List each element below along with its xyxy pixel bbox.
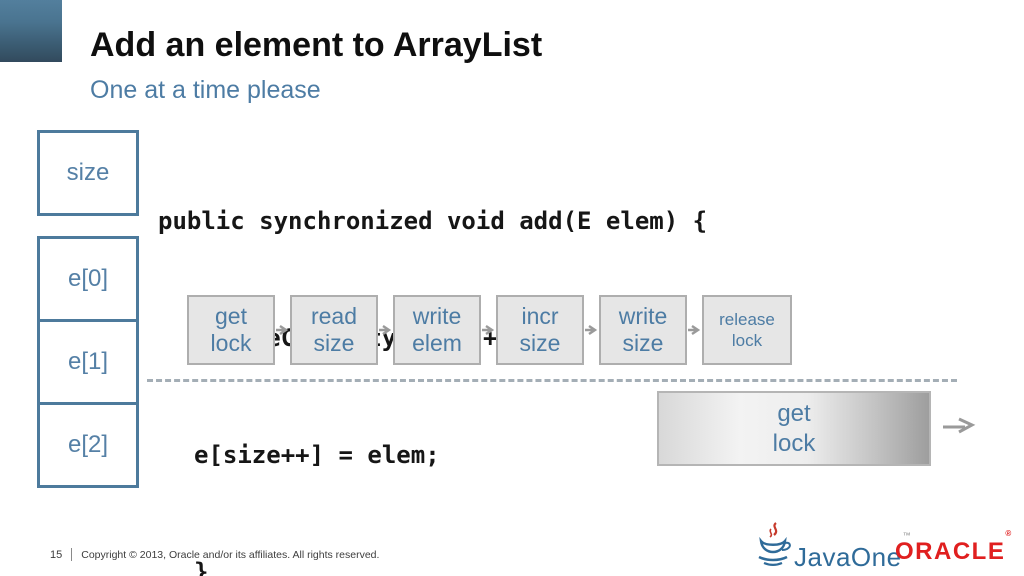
- step-arrow-icon: [378, 323, 393, 337]
- step-arrow-icon: [584, 323, 599, 337]
- code-line-1: public synchronized void add(E elem) {: [158, 207, 708, 235]
- slide-number: 15: [50, 548, 63, 561]
- timeline-get-lock-line1: get: [777, 399, 811, 427]
- step-get-lock: get lock: [187, 295, 275, 365]
- step-write-size-line1: write: [618, 303, 668, 329]
- step-write-elem-line2: elem: [412, 330, 462, 356]
- oracle-logo-text: ORACLE®: [895, 529, 1013, 565]
- step-release-lock-line1: release: [719, 310, 775, 329]
- slide-subtitle: One at a time please: [90, 76, 321, 104]
- array-cell-1: e[1]: [37, 319, 139, 405]
- step-get-lock-line1: get: [215, 303, 247, 329]
- step-release-lock: release lock: [702, 295, 792, 365]
- operation-pipeline: get lock read size write elem incr size …: [187, 295, 792, 365]
- javaone-logo: JavaOne™: [752, 521, 912, 574]
- oracle-logo: ORACLE®: [895, 529, 1013, 565]
- timeline-arrow-icon: [941, 414, 977, 441]
- step-write-size-line2: size: [622, 330, 664, 356]
- array-cell-1-label: e[1]: [67, 348, 109, 375]
- slide-corner-decoration: [0, 0, 62, 62]
- step-arrow-icon: [687, 323, 702, 337]
- step-get-lock-line2: lock: [210, 330, 252, 356]
- step-read-size-line1: read: [310, 303, 358, 329]
- array-cell-2-label: e[2]: [67, 431, 109, 458]
- step-incr-size-line2: size: [519, 330, 561, 356]
- slide-title: Add an element to ArrayList: [90, 26, 543, 64]
- size-box: size: [37, 130, 139, 216]
- array-cell-0: e[0]: [37, 236, 139, 322]
- step-write-elem-line1: write: [412, 303, 462, 329]
- timeline-get-lock-line2: lock: [772, 429, 816, 457]
- footer: 15 Copyright © 2013, Oracle and/or its a…: [50, 548, 379, 561]
- timeline-dashed-line: [147, 379, 957, 382]
- timeline-get-lock-box: get lock: [657, 391, 931, 466]
- array-cell-0-label: e[0]: [67, 265, 109, 292]
- copyright-text: Copyright © 2013, Oracle and/or its affi…: [81, 548, 380, 561]
- step-incr-size: incr size: [496, 295, 584, 365]
- step-read-size: read size: [290, 295, 378, 365]
- step-arrow-icon: [275, 323, 290, 337]
- size-box-label: size: [66, 159, 110, 186]
- code-line-3: e[size++] = elem;: [194, 441, 440, 469]
- javaone-trademark: ™: [902, 531, 912, 540]
- step-incr-size-line1: incr: [521, 303, 559, 329]
- array-stack: e[0] e[1] e[2]: [37, 236, 139, 488]
- step-arrow-icon: [481, 323, 496, 337]
- footer-separator: [71, 548, 73, 561]
- step-write-size: write size: [599, 295, 687, 365]
- step-write-elem: write elem: [393, 295, 481, 365]
- code-line-4: }: [194, 558, 209, 576]
- oracle-trademark: ®: [1005, 529, 1013, 538]
- javaone-logo-text: JavaOne™: [794, 531, 912, 572]
- javaone-cup-icon: [752, 521, 794, 574]
- step-read-size-line2: size: [313, 330, 355, 356]
- step-release-lock-line2: lock: [731, 331, 763, 350]
- array-cell-2: e[2]: [37, 402, 139, 488]
